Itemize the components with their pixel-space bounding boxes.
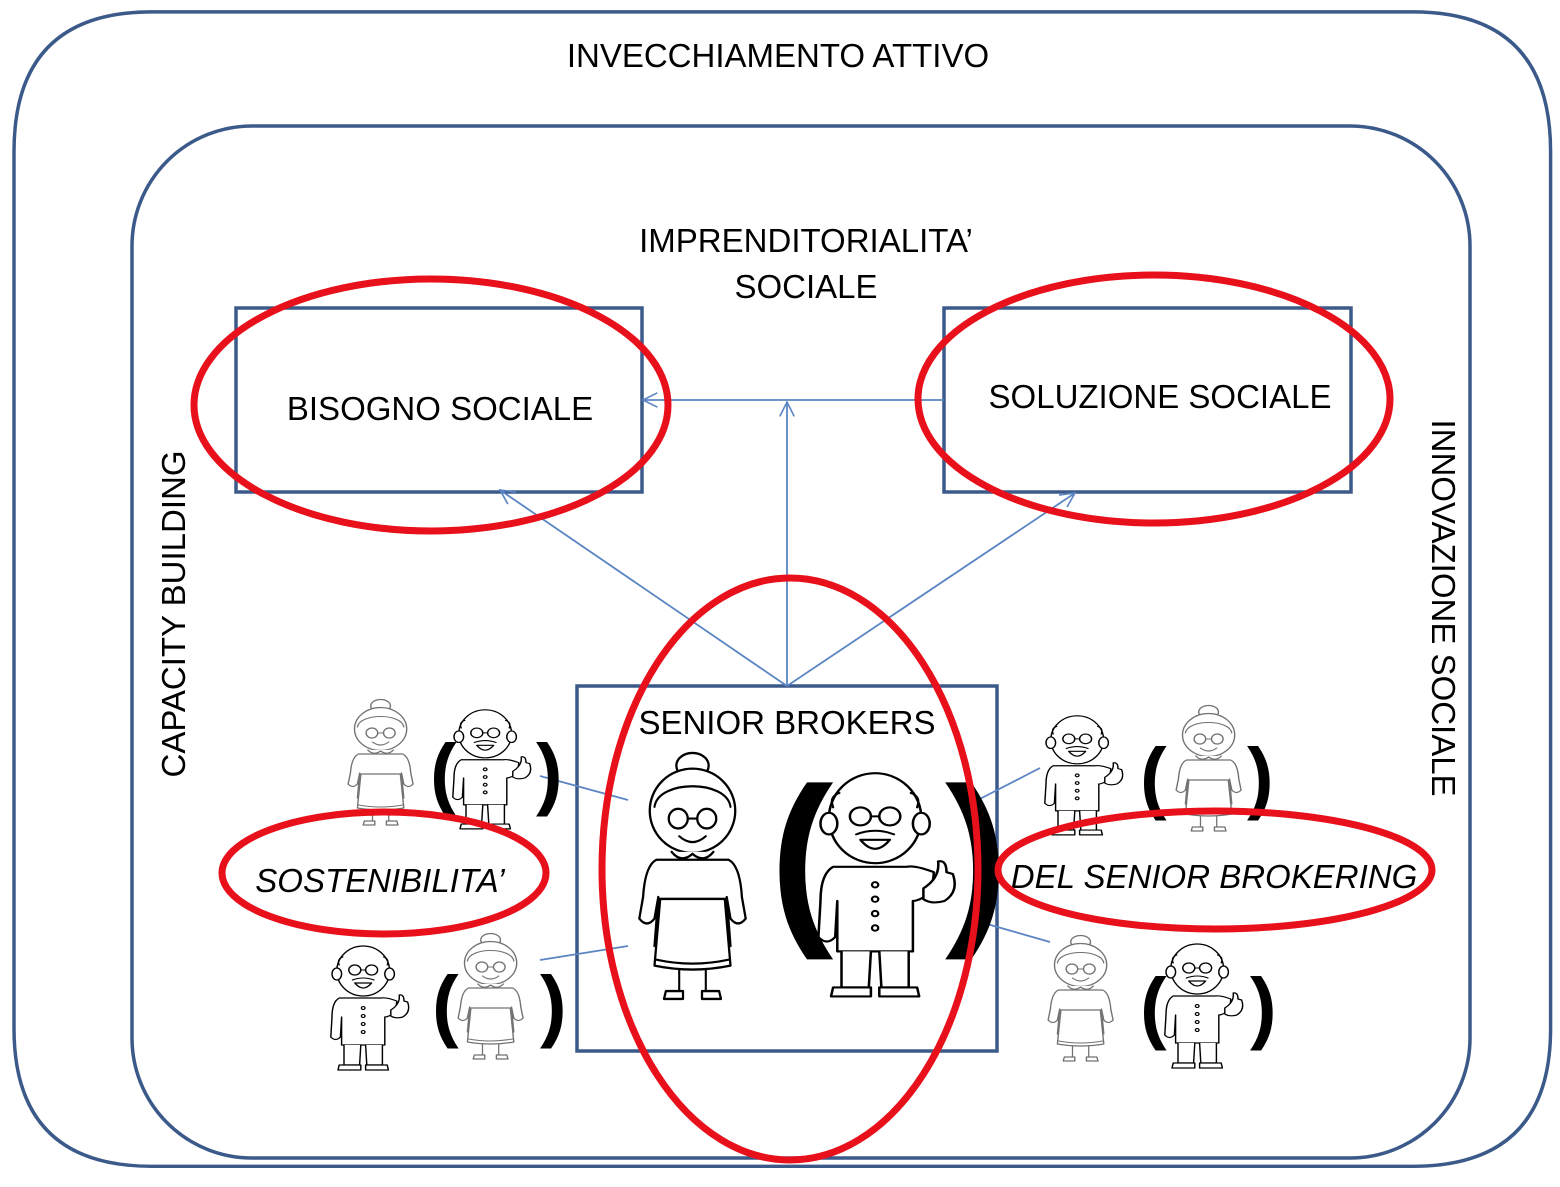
highlight-bisogno-sociale (190, 275, 672, 535)
grandma-figure-top-left (347, 698, 414, 826)
link-top-right (971, 767, 1041, 804)
paren-top-right-close: ) (1247, 732, 1274, 821)
paren-bottom-right-close: ) (1250, 962, 1277, 1051)
sustainability-right-label: DEL SENIOR BROKERING (1011, 858, 1418, 895)
paren-bottom-right-open: ( (1140, 962, 1167, 1051)
box-right-label: SOLUZIONE SOCIALE (989, 378, 1332, 415)
paren-top-left-close: ) (536, 728, 563, 817)
inner-title-line1: IMPRENDITORIALITA’ (639, 222, 973, 259)
highlight-ellipses (190, 271, 1436, 1164)
paren-bottom-left-close: ) (540, 960, 567, 1049)
paren-top-right-open: ( (1140, 732, 1167, 821)
inner-title-line2: SOCIALE (734, 268, 877, 305)
box-left-label: BISOGNO SOCIALE (287, 390, 593, 427)
arrow-center-to-left-box (500, 490, 788, 687)
highlight-senior-brokering (994, 807, 1436, 933)
paren-large-open: ( (770, 749, 834, 961)
grandpa-figure-bottom-left (330, 945, 410, 1071)
box-soluzione-sociale (942, 306, 1353, 494)
connector-arrows (500, 400, 1075, 961)
outer-frame (12, 10, 1553, 1169)
right-side-label: INNOVAZIONE SOCIALE (1425, 419, 1462, 796)
link-bottom-left (539, 945, 629, 961)
arrow-center-to-right-box (786, 493, 1075, 687)
link-bottom-right (986, 923, 1051, 943)
grandpa-figure-bottom-right (1164, 943, 1244, 1069)
grandma-figure-large (638, 751, 747, 1001)
highlight-soluzione-sociale (914, 271, 1394, 527)
paren-top-left-open: ( (430, 728, 457, 817)
link-top-left (539, 775, 629, 801)
grandma-figure-bottom-left (457, 932, 524, 1060)
outer-title: INVECCHIAMENTO ATTIVO (567, 37, 989, 74)
highlight-senior-brokers (598, 574, 982, 1164)
paren-bottom-left-open: ( (432, 960, 459, 1049)
highlight-sostenibilita (218, 808, 550, 938)
grandpa-figure-top-left (452, 709, 532, 830)
box-center-label: SENIOR BROKERS (638, 704, 935, 741)
sustainability-left-label: SOSTENIBILITA’ (255, 862, 505, 899)
box-senior-brokers (575, 684, 999, 1053)
grandma-figure-bottom-right (1047, 934, 1114, 1062)
left-side-label: CAPACITY BUILDING (155, 450, 192, 777)
box-bisogno-sociale (234, 306, 644, 494)
